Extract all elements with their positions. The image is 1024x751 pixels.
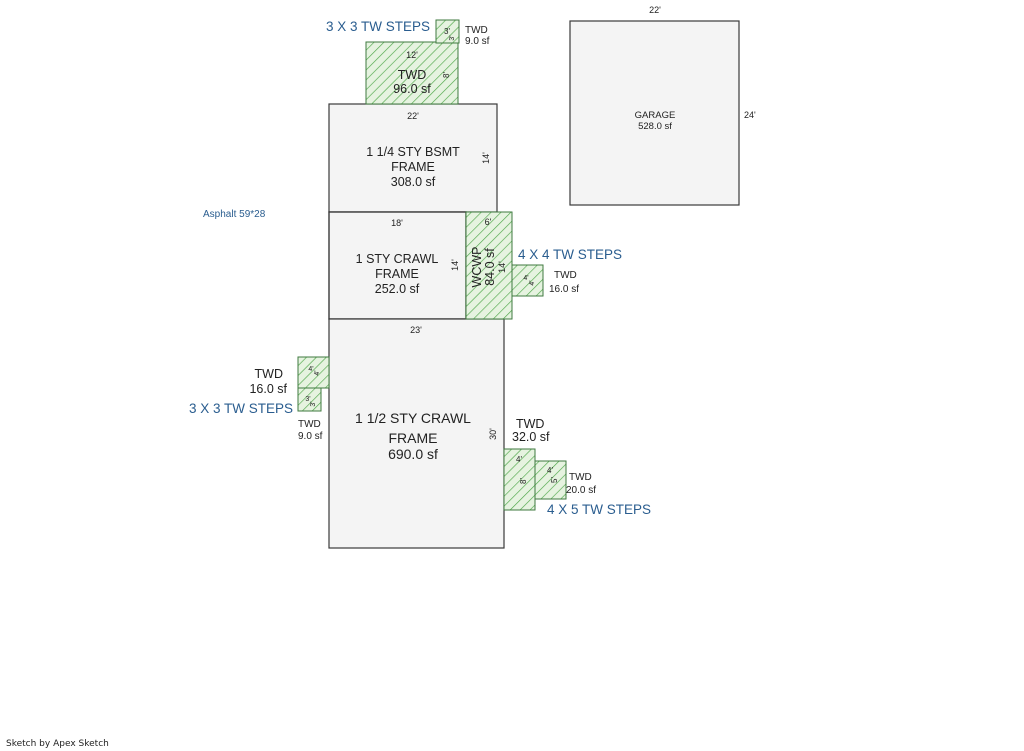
crawl-1sty-area-value: 252.0 sf xyxy=(375,282,420,296)
wcwp-dim-side: 14' xyxy=(497,261,507,273)
twd-right-low-a-label: TWD xyxy=(516,417,544,431)
twd-right-low-deck-a xyxy=(503,448,536,511)
garage-label: GARAGE xyxy=(635,110,676,121)
crawl-1half-dim-top: 23' xyxy=(410,325,422,335)
twd-left-lower-dim-b: 3' xyxy=(310,401,317,406)
bsmt-line1: 1 1/4 STY BSMT xyxy=(366,145,460,159)
crawl-1half-dim-side: 30' xyxy=(488,428,498,440)
twd-top-large-deck xyxy=(365,41,459,105)
twd-right-low-b-dim-side: 5' xyxy=(550,477,559,483)
twd-top-small-step xyxy=(435,19,460,44)
wcwp-dim-top: 6' xyxy=(485,217,492,227)
twd-top-small-label: TWD xyxy=(465,25,488,36)
garage-area xyxy=(569,20,740,206)
twd-left-lower-dim-a: 3' xyxy=(305,396,310,403)
crawl-1sty-line1: 1 STY CRAWL xyxy=(356,252,439,266)
steps-note-right-mid: 4 X 4 TW STEPS xyxy=(518,247,622,262)
twd-left-lower-area: 9.0 sf xyxy=(298,431,323,442)
crawl-1sty-area xyxy=(328,211,467,320)
twd-right-mid-dim-b: 4' xyxy=(529,280,536,285)
crawl-1sty-dim-top: 18' xyxy=(391,218,403,228)
twd-right-low-b-area: 20.0 sf xyxy=(566,485,596,496)
twd-right-low-a-dim-top: 4' xyxy=(516,455,522,464)
crawl-1half-area xyxy=(328,318,505,549)
twd-left-lower-step xyxy=(297,387,322,412)
twd-left-lower-label: TWD xyxy=(298,419,321,430)
crawl-1half-line1: 1 1/2 STY CRAWL xyxy=(355,410,471,426)
twd-right-mid-label: TWD xyxy=(554,270,577,281)
twd-right-mid-step xyxy=(511,264,544,297)
crawl-1half-area-value: 690.0 sf xyxy=(388,446,438,462)
wcwp-porch xyxy=(465,211,513,320)
twd-left-upper-label: TWD xyxy=(255,367,283,381)
garage-dim-side: 24' xyxy=(744,110,756,120)
crawl-1sty-dim-side: 14' xyxy=(450,259,460,271)
wcwp-label: WCWP xyxy=(470,247,484,288)
steps-note-left: 3 X 3 TW STEPS xyxy=(189,401,293,416)
twd-right-low-b-label: TWD xyxy=(569,472,592,483)
twd-right-low-a-area: 32.0 sf xyxy=(512,430,550,444)
twd-right-low-b-dim-top: 4' xyxy=(547,466,553,475)
twd-right-mid-area: 16.0 sf xyxy=(549,284,579,295)
twd-top-small-dim-a: 3' xyxy=(444,27,450,36)
bsmt-dim-side: 14' xyxy=(481,152,491,164)
bsmt-line2: FRAME xyxy=(391,160,435,174)
twd-left-upper-dim-a: 4' xyxy=(308,366,313,373)
bsmt-area-value: 308.0 sf xyxy=(391,175,436,189)
twd-top-large-label: TWD xyxy=(398,68,426,82)
asphalt-note: Asphalt 59*28 xyxy=(203,209,266,220)
crawl-1sty-line2: FRAME xyxy=(375,267,419,281)
twd-right-low-a-dim-side: 8' xyxy=(519,478,528,484)
twd-top-small-dim-b: 3' xyxy=(449,35,456,40)
twd-top-small-area: 9.0 sf xyxy=(465,36,490,47)
twd-left-upper-deck xyxy=(297,356,330,389)
steps-note-top: 3 X 3 TW STEPS xyxy=(326,19,430,34)
twd-top-large-dim-top: 12' xyxy=(406,50,418,60)
twd-left-upper-dim-b: 4' xyxy=(314,370,321,375)
garage-area-value: 528.0 sf xyxy=(638,121,672,132)
twd-top-large-dim-side: 8' xyxy=(442,72,451,78)
wcwp-area-value: 84.0 sf xyxy=(483,248,497,286)
bsmt-dim-top: 22' xyxy=(407,111,419,121)
twd-left-upper-area: 16.0 sf xyxy=(249,382,287,396)
apex-sketch-credit: Sketch by Apex Sketch xyxy=(6,739,109,749)
garage-dim-top: 22' xyxy=(649,5,661,15)
twd-top-large-area: 96.0 sf xyxy=(393,82,431,96)
bsmt-area xyxy=(328,103,498,213)
crawl-1half-line2: FRAME xyxy=(389,430,438,446)
twd-right-mid-dim-a: 4' xyxy=(523,275,528,282)
twd-right-low-step-b xyxy=(534,460,567,500)
steps-note-right-low: 4 X 5 TW STEPS xyxy=(547,502,651,517)
